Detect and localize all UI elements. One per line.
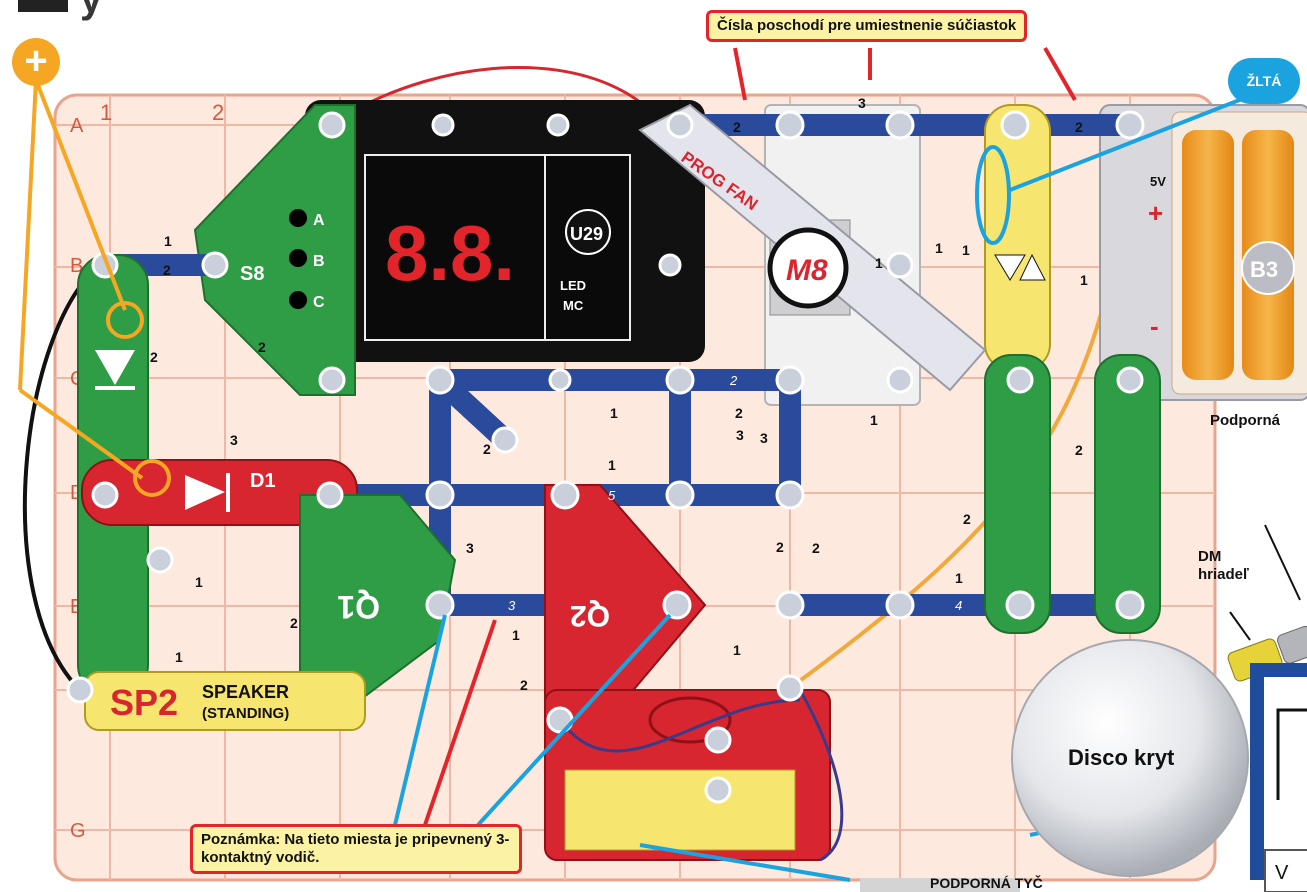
floor-number: 2 [812,540,820,556]
floor-number: 1 [935,240,943,256]
svg-text:A: A [313,212,325,229]
wire-floor: 3 [508,598,516,613]
row-label: G [70,820,86,842]
svg-text:B3: B3 [1250,257,1278,282]
floors-pointer [1045,48,1075,100]
row-label: A [70,115,84,137]
col-label: 2 [212,100,224,125]
floor-number: 3 [466,540,474,556]
svg-text:M8: M8 [786,254,828,287]
floor-number: 2 [483,441,491,457]
svg-text:MC: MC [563,298,584,313]
svg-text:B: B [313,253,325,270]
svg-text:+: + [1148,198,1163,228]
floor-number: 1 [870,412,878,428]
floors-pointer [735,48,745,100]
floor-number: 1 [195,574,203,590]
floor-number: 2 [520,677,528,693]
floor-number: 1 [875,255,883,271]
floor-number: 1 [175,649,183,665]
floor-number: 3 [858,95,866,111]
svg-text:LED: LED [560,278,586,293]
svg-text:5V: 5V [1150,174,1166,189]
yellow-badge: ŽLTÁ [1228,58,1300,104]
floor-number: 1 [1080,272,1088,288]
svg-text:(STANDING): (STANDING) [202,705,289,722]
disco-motor-dm [545,690,842,860]
svg-text:SPEAKER: SPEAKER [202,682,289,702]
floor-number: 3 [230,432,238,448]
svg-text:SP2: SP2 [110,682,178,723]
plus-badge: + [12,38,60,86]
led-display-u29: 8.8. U29 LED MC [305,100,705,362]
support-rod-label: PODPORNÁ TYČ [930,874,1043,892]
floor-number: 1 [733,642,741,658]
floor-number: 2 [963,511,971,527]
svg-text:Q1: Q1 [337,589,380,625]
side-panel-letter: V [1275,862,1288,885]
svg-text:8.8.: 8.8. [385,209,515,297]
col-label: 1 [100,100,112,125]
wire-floor: 4 [955,598,962,613]
svg-text:D1: D1 [250,470,276,492]
disco-cover-label: Disco kryt [1068,745,1174,771]
floor-number: 1 [962,242,970,258]
support-label: Podporná [1210,412,1280,430]
speaker-sp2: SP2 SPEAKER (STANDING) [85,672,365,730]
svg-text:C: C [313,294,325,311]
wire-floor: 5 [608,488,616,503]
floor-number: 2 [733,119,741,135]
floor-number: 2 [1075,442,1083,458]
floor-number: 2 [150,349,158,365]
side-panel [1257,670,1307,892]
wire-note-callout: Poznámka: Na tieto miesta je pripevnený … [190,824,522,874]
svg-text:y: y [80,0,103,21]
plus-pointer-line [20,80,36,390]
floor-number: 2 [290,615,298,631]
floor-number: 2 [258,339,266,355]
floors-callout: Čísla poschodí pre umiestnenie súčiastok [706,10,1027,42]
floor-number: 1 [164,233,172,249]
floor-number: 2 [776,539,784,555]
floor-number: 1 [512,627,520,643]
svg-text:S8: S8 [240,263,264,285]
floor-number: 3 [736,427,744,443]
corner-mark [18,0,68,12]
floor-number: 1 [955,570,963,586]
dm-shaft-label: DM hriadeľ [1198,548,1258,584]
floor-number: 2 [735,405,743,421]
floor-number: 3 [760,430,768,446]
floor-number: 2 [1075,119,1083,135]
wire-floor: 2 [729,373,738,388]
svg-text:U29: U29 [570,224,603,244]
svg-text:Q2: Q2 [570,599,610,632]
svg-text:-: - [1150,311,1159,341]
led-d10 [985,105,1050,370]
floor-number: 1 [608,457,616,473]
floor-number: 1 [610,405,618,421]
floor-number: 2 [163,262,171,278]
